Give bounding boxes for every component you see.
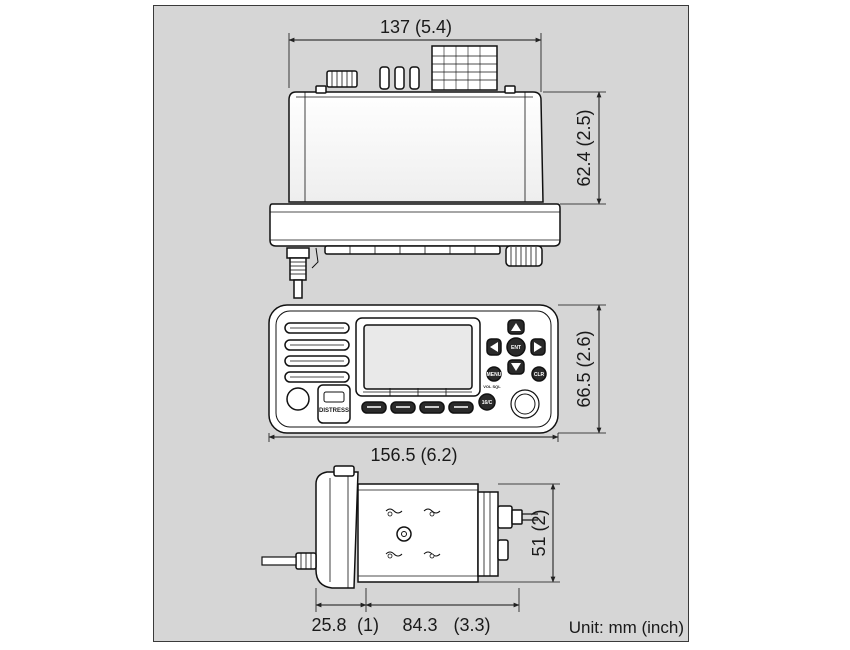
volume-knob-top (505, 245, 543, 267)
side-front-depth-label: 25.8 (311, 615, 346, 635)
power-knob (286, 387, 310, 411)
side-front-depth-inch-label: (1) (357, 615, 379, 635)
top-view (269, 33, 606, 299)
side-rear-depth-inch-label: (3.3) (453, 615, 490, 635)
front-view (268, 304, 606, 442)
vol-sql-label: VOL SQL (483, 384, 501, 389)
menu-button (486, 366, 502, 382)
speaker-grille-top (431, 45, 498, 91)
side-view (261, 465, 560, 612)
side-view-body (357, 483, 479, 583)
side-height-label: 51 (2) (529, 509, 549, 556)
side-view-bezel (315, 471, 359, 589)
ent-button (506, 337, 526, 357)
connector-post (409, 66, 420, 90)
lcd-display (363, 324, 473, 390)
connector-post (394, 66, 405, 90)
distress-label: DISTRESS (319, 408, 349, 414)
distress-button (317, 384, 351, 424)
unit-note: Unit: mm (inch) (569, 618, 684, 637)
rear-heatsink (477, 491, 499, 577)
top-view-body (288, 91, 544, 203)
clr-button (531, 366, 547, 382)
front-width-label: 156.5 (6.2) (370, 445, 457, 465)
ent-label: ENT (511, 345, 521, 351)
top-width-label: 137 (5.4) (380, 17, 452, 37)
ch16-button (478, 393, 496, 411)
side-rear-depth-label: 84.3 (402, 615, 437, 635)
top-height-label: 62.4 (2.5) (574, 109, 594, 186)
mic-connector (286, 247, 310, 259)
rear-connector (497, 505, 513, 529)
menu-label: MENU (487, 372, 502, 378)
connector-post (379, 66, 390, 90)
clr-label: CLR (534, 372, 545, 378)
ch16-label: 16/C (482, 400, 493, 406)
front-height-label: 66.5 (2.6) (574, 330, 594, 407)
top-view-bezel (269, 203, 561, 247)
